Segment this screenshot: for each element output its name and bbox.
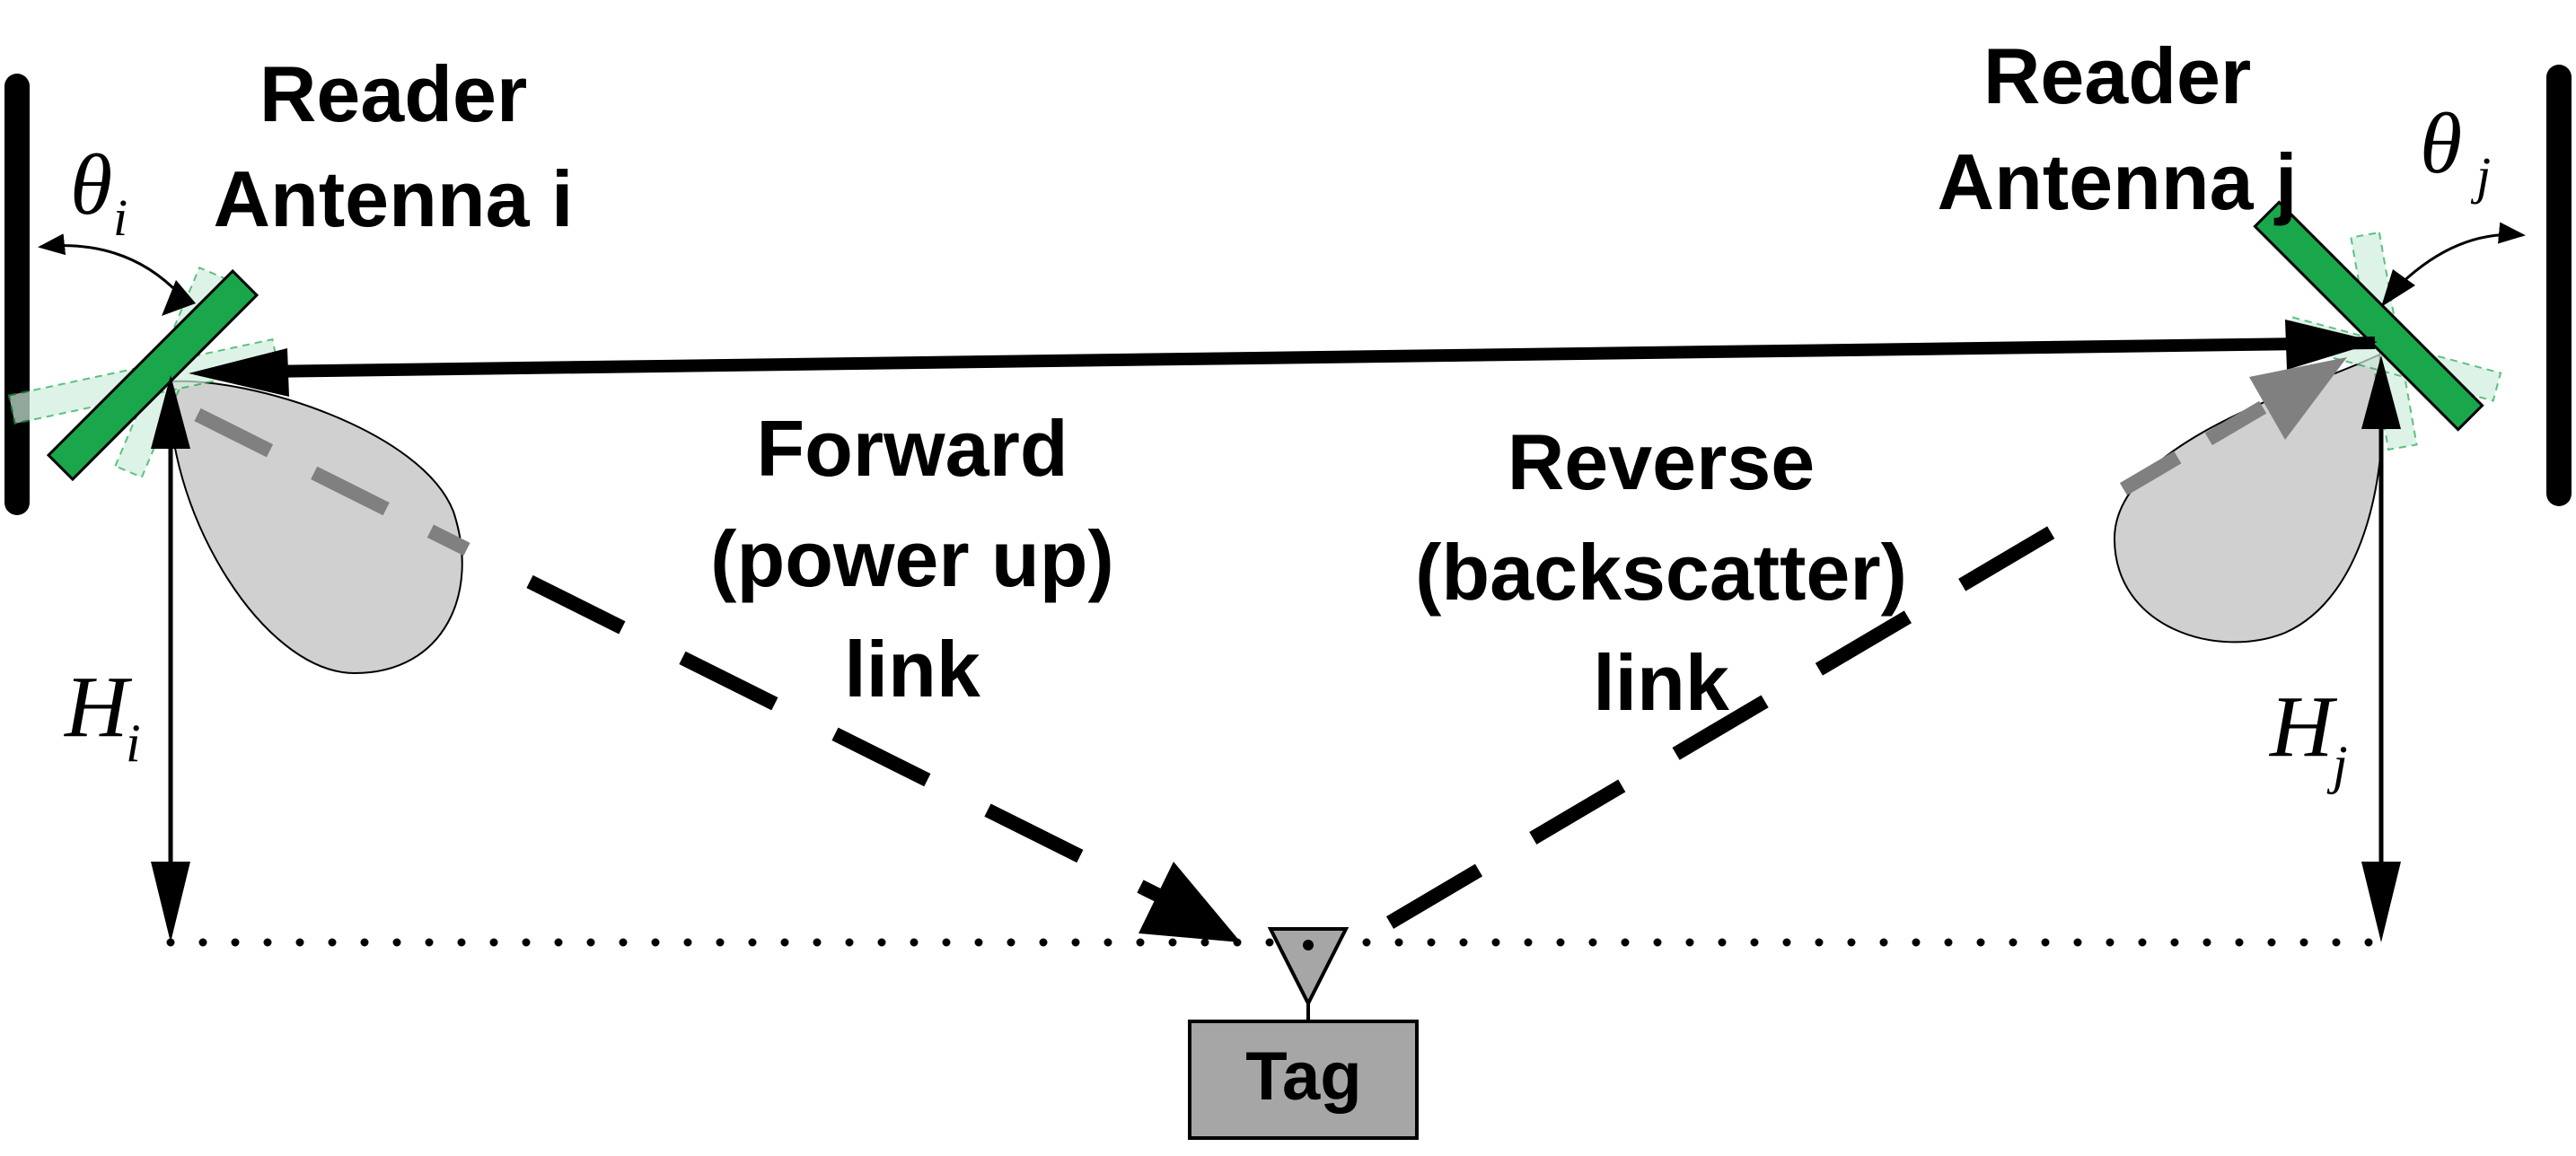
angle-arc-j-tip bbox=[2381, 269, 2415, 307]
angle-arc-j bbox=[2394, 222, 2526, 291]
radiation-lobe-i bbox=[169, 380, 463, 675]
reverse-link-line3: link bbox=[1593, 638, 1730, 727]
forward-link-gray bbox=[194, 407, 470, 556]
height-arrow-i-bottom bbox=[151, 862, 190, 942]
wall-right bbox=[2546, 65, 2572, 506]
theta-i-subscript: i bbox=[113, 188, 127, 247]
arrowhead-left bbox=[189, 348, 289, 397]
forward-link-arrowhead bbox=[1139, 862, 1241, 942]
arrowhead-right bbox=[2285, 320, 2378, 370]
reverse-link bbox=[1385, 512, 2079, 929]
reverse-link-arrowhead bbox=[2249, 357, 2347, 440]
tag-box bbox=[1188, 1020, 1419, 1140]
theta-i-symbol: θ bbox=[70, 136, 112, 232]
forward-link-line2: (power up) bbox=[710, 514, 1114, 603]
theta-j-symbol: θ bbox=[2420, 95, 2462, 191]
reverse-link-gray bbox=[2119, 396, 2276, 495]
antenna-i bbox=[46, 268, 259, 482]
height-arrow-i-top bbox=[151, 375, 190, 449]
forward-link-line3: link bbox=[844, 625, 981, 714]
reverse-link-line2: (backscatter) bbox=[1415, 528, 1907, 617]
angle-arc-i bbox=[38, 233, 181, 296]
reader-j-title-line2: Antenna j bbox=[1938, 137, 2298, 226]
height-j-symbol: H bbox=[2268, 679, 2338, 775]
height-arrow-j-bottom bbox=[2361, 862, 2401, 942]
reader-i-title-line2: Antenna i bbox=[214, 154, 574, 243]
forward-link-line1: Forward bbox=[756, 404, 1068, 493]
height-i-symbol: H bbox=[63, 659, 133, 756]
height-i-subscript: i bbox=[126, 714, 141, 773]
reader-to-reader-arrow bbox=[259, 337, 2376, 378]
height-arrow-j-top bbox=[2361, 355, 2401, 429]
tag-label: Tag bbox=[1245, 1038, 1361, 1115]
forward-link bbox=[526, 574, 1166, 905]
wall-left bbox=[4, 74, 30, 515]
reverse-link-line1: Reverse bbox=[1508, 417, 1816, 506]
tag-antenna-icon bbox=[1267, 927, 1350, 1008]
reader-j-title-line1: Reader bbox=[1983, 31, 2251, 120]
tag: Tag bbox=[1188, 927, 1419, 1140]
reader-i-title-line1: Reader bbox=[259, 49, 527, 138]
angle-arc-i-tip bbox=[162, 280, 196, 316]
theta-j-subscript: j bbox=[2470, 146, 2491, 205]
radiation-lobe-j bbox=[2113, 353, 2384, 644]
antenna-j bbox=[2253, 200, 2484, 432]
